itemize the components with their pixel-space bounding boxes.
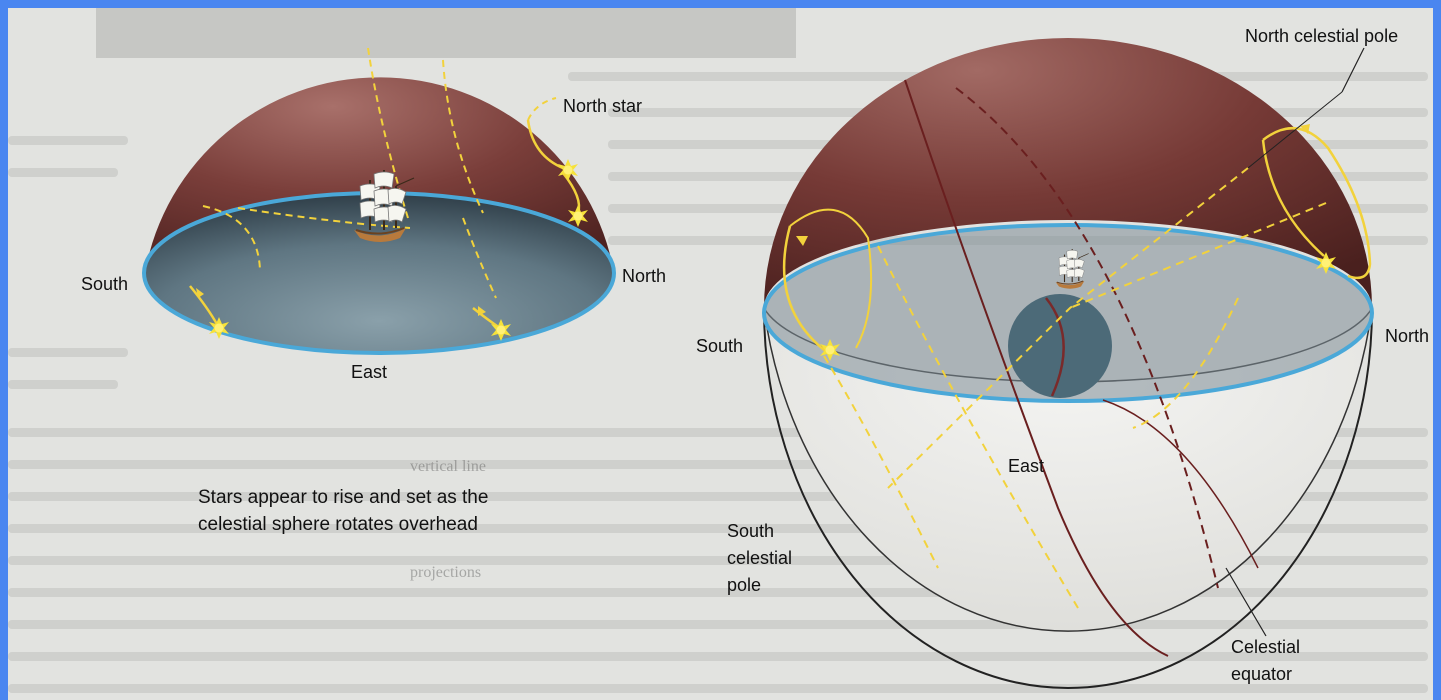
label-celestial-equator: Celestial equator — [1231, 634, 1300, 688]
label-north-right: North — [1385, 326, 1429, 347]
earth-globe — [1008, 294, 1112, 398]
label-north-left: North — [622, 266, 666, 287]
left-sphere — [144, 48, 614, 353]
ceq-line-1: Celestial — [1231, 634, 1300, 661]
right-sphere — [764, 38, 1372, 688]
label-south-left: South — [81, 274, 128, 295]
label-north-star: North star — [563, 96, 642, 117]
label-east-right: East — [1008, 456, 1044, 477]
scp-line-2: celestial — [727, 545, 792, 572]
caption-line-1: Stars appear to rise and set as the — [198, 484, 488, 511]
bleed-text: vertical line — [410, 458, 486, 476]
ceq-line-2: equator — [1231, 661, 1300, 688]
label-north-celestial-pole: North celestial pole — [1245, 26, 1398, 47]
scp-line-3: pole — [727, 572, 792, 599]
label-south-right: South — [696, 336, 743, 357]
figure-caption: Stars appear to rise and set as the cele… — [198, 484, 488, 538]
caption-line-2: celestial sphere rotates overhead — [198, 511, 488, 538]
book-page: vertical line projections North star Sou… — [8, 8, 1433, 700]
label-south-celestial-pole: South celestial pole — [727, 518, 792, 599]
label-east-left: East — [351, 362, 387, 383]
scp-line-1: South — [727, 518, 792, 545]
bleed-text: projections — [410, 564, 481, 582]
